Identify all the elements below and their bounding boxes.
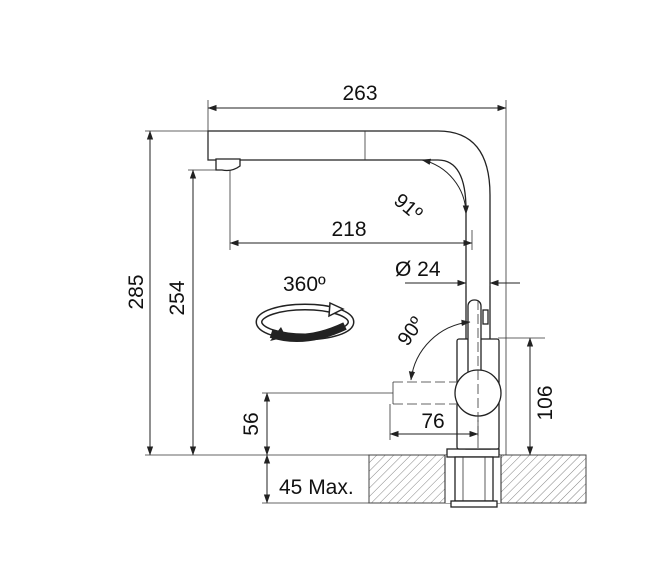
angle-91-arc <box>421 158 470 215</box>
dim-45-label: 45 Max. <box>279 476 354 499</box>
dim-24-label: Ø 24 <box>395 258 441 281</box>
dim-263-label: 263 <box>342 82 377 105</box>
dim-76-label: 76 <box>421 410 444 433</box>
dim-218-label: 218 <box>331 218 366 241</box>
faucet-body <box>207 130 502 450</box>
dimension-lines <box>146 104 534 504</box>
rotation-360-icon <box>255 301 355 342</box>
angle-90-label: 90º <box>394 313 429 350</box>
dim-106-label: 106 <box>534 385 557 420</box>
dim-254-label: 254 <box>166 280 189 315</box>
angle-90-arc <box>408 319 471 381</box>
angle-360-label: 360º <box>283 273 326 296</box>
dim-285-label: 285 <box>125 274 148 309</box>
mounting-shank <box>446 448 500 508</box>
dim-56-label: 56 <box>240 412 263 435</box>
lever-alt-position <box>392 381 456 405</box>
angle-91-label: 91º <box>389 189 426 225</box>
